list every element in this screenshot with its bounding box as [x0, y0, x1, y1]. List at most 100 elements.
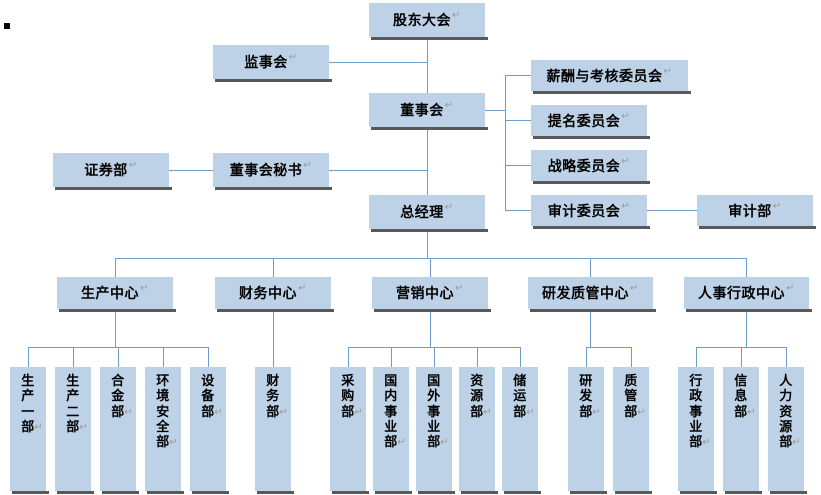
node-label: 财务中心 — [239, 285, 298, 301]
node-board-of-directors[interactable]: 董事会↵ — [369, 93, 488, 130]
node-domestic-biz-dept[interactable]: 国内事业部↵ — [373, 367, 412, 494]
connector-drop-info-dept — [741, 347, 742, 367]
paragraph-mark-icon: ↵ — [34, 421, 44, 433]
node-label: 储运部↵ — [513, 373, 536, 419]
document-corner-marker — [4, 23, 10, 29]
node-nomination-committee[interactable]: 提名委员会↵ — [531, 105, 650, 139]
node-env-safety-dept[interactable]: 环境安全部↵ — [145, 367, 184, 494]
connector-shareholders-down — [427, 37, 428, 93]
node-hr-dept[interactable]: 人力资源部↵ — [768, 367, 807, 494]
node-label: 生产中心 — [81, 285, 140, 301]
connector-bus-to-audit-committee — [505, 210, 531, 211]
paragraph-mark-icon: ↵ — [621, 110, 631, 122]
connector-drop-production-center — [115, 258, 116, 277]
paragraph-mark-icon: ↵ — [792, 437, 802, 449]
node-strategy-committee[interactable]: 战略委员会↵ — [531, 150, 650, 184]
connector-gm-down — [427, 229, 428, 258]
connector-drop-resources-dept — [477, 347, 478, 367]
connector-secretary-to-securities — [169, 170, 213, 171]
connector-drop-domestic-biz-dept — [391, 347, 392, 367]
node-production-dept-1[interactable]: 生产一部↵ — [10, 367, 49, 494]
node-storage-transport-dept[interactable]: 储运部↵ — [502, 367, 541, 494]
connector-drop-rd-dept — [586, 347, 587, 367]
node-admin-biz-dept[interactable]: 行政事业部↵ — [678, 367, 717, 494]
paragraph-mark-icon: ↵ — [288, 52, 298, 63]
paragraph-mark-icon: ↵ — [397, 437, 407, 449]
node-label: 质管部↵ — [624, 373, 647, 419]
connector-board-to-secretary — [329, 170, 428, 171]
connector-drop-finance-center — [273, 258, 274, 277]
paragraph-mark-icon: ↵ — [79, 421, 89, 433]
node-marketing-center[interactable]: 营销中心↵ — [372, 277, 491, 312]
connector-rd-qc-center-down — [590, 312, 591, 347]
connector-bus-to-comp-committee — [505, 75, 531, 76]
node-finance-center[interactable]: 财务中心↵ — [215, 277, 334, 312]
node-label: 薪酬与考核委员会 — [546, 67, 663, 84]
node-alloy-dept[interactable]: 合金部↵ — [100, 367, 139, 494]
node-audit-dept[interactable]: 审计部↵ — [697, 195, 816, 229]
node-label: 合金部↵ — [111, 373, 134, 419]
node-securities-dept[interactable]: 证券部↵ — [53, 153, 172, 190]
node-equipment-dept[interactable]: 设备部↵ — [190, 367, 229, 494]
connector-drop-rd-qc-center — [590, 258, 591, 277]
paragraph-mark-icon: ↵ — [124, 406, 134, 418]
node-supervisory-board[interactable]: 监事会↵ — [213, 45, 332, 82]
paragraph-mark-icon: ↵ — [354, 406, 364, 418]
node-production-dept-2[interactable]: 生产二部↵ — [55, 367, 94, 494]
node-label: 股东大会 — [393, 12, 452, 28]
node-label: 采购部↵ — [341, 373, 364, 419]
connector-drop-hr-dept — [786, 347, 787, 367]
paragraph-mark-icon: ↵ — [303, 160, 313, 171]
node-audit-committee[interactable]: 审计委员会↵ — [531, 195, 650, 229]
node-label: 生产二部↵ — [66, 373, 89, 434]
paragraph-mark-icon: ↵ — [702, 437, 712, 449]
node-hr-admin-center[interactable]: 人事行政中心↵ — [684, 277, 812, 312]
node-shareholders-meeting[interactable]: 股东大会↵ — [369, 3, 488, 40]
node-resources-dept[interactable]: 资源部↵ — [459, 367, 498, 494]
node-label: 提名委员会 — [547, 112, 621, 129]
paragraph-mark-icon: ↵ — [637, 406, 647, 418]
connector-shareholders-to-supervisory — [329, 62, 428, 63]
connector-board-to-committee-bus — [485, 110, 505, 111]
paragraph-mark-icon: ↵ — [786, 283, 795, 294]
connector-rd-qc-bus — [586, 347, 631, 348]
node-label: 行政事业部↵ — [689, 373, 712, 450]
connector-drop-alloy-dept — [118, 347, 119, 367]
node-purchasing-dept[interactable]: 采购部↵ — [330, 367, 369, 494]
node-label: 资源部↵ — [470, 373, 493, 419]
node-label: 审计部 — [728, 202, 772, 219]
node-qc-dept[interactable]: 质管部↵ — [613, 367, 652, 494]
node-overseas-biz-dept[interactable]: 国外事业部↵ — [416, 367, 455, 494]
node-board-secretary[interactable]: 董事会秘书↵ — [213, 153, 332, 190]
node-label: 环境安全部↵ — [156, 373, 179, 450]
node-label: 监事会 — [244, 54, 288, 70]
node-compensation-committee[interactable]: 薪酬与考核委员会↵ — [531, 60, 691, 94]
paragraph-mark-icon: ↵ — [663, 65, 673, 77]
node-rd-dept[interactable]: 研发部↵ — [568, 367, 607, 494]
node-label: 研发部↵ — [579, 373, 602, 419]
node-general-manager[interactable]: 总经理↵ — [369, 195, 488, 232]
connector-drop-purchasing-dept — [348, 347, 349, 367]
connector-committee-bus — [505, 75, 506, 211]
connector-drop-overseas-biz-dept — [434, 347, 435, 367]
node-label: 证券部 — [84, 162, 128, 178]
node-production-center[interactable]: 生产中心↵ — [57, 277, 176, 312]
node-finance-dept[interactable]: 财务部↵ — [255, 367, 294, 494]
connector-drop-storage-transport-dept — [520, 347, 521, 367]
node-label: 总经理 — [400, 204, 444, 220]
node-label: 战略委员会 — [547, 157, 621, 174]
paragraph-mark-icon: ↵ — [621, 155, 631, 167]
paragraph-mark-icon: ↵ — [440, 437, 450, 449]
node-label: 人事行政中心 — [698, 285, 786, 301]
node-info-dept[interactable]: 信息部↵ — [723, 367, 762, 494]
connector-drop-hr-admin-center — [746, 258, 747, 277]
node-rd-qc-center[interactable]: 研发质管中心↵ — [528, 277, 656, 312]
paragraph-mark-icon: ↵ — [592, 406, 602, 418]
paragraph-mark-icon: ↵ — [483, 406, 493, 418]
node-label: 营销中心 — [396, 285, 455, 301]
connector-board-down — [427, 127, 428, 195]
node-label: 董事会 — [400, 102, 444, 118]
connector-production-center-down — [115, 312, 116, 347]
connector-drop-production-dept-2 — [73, 347, 74, 367]
